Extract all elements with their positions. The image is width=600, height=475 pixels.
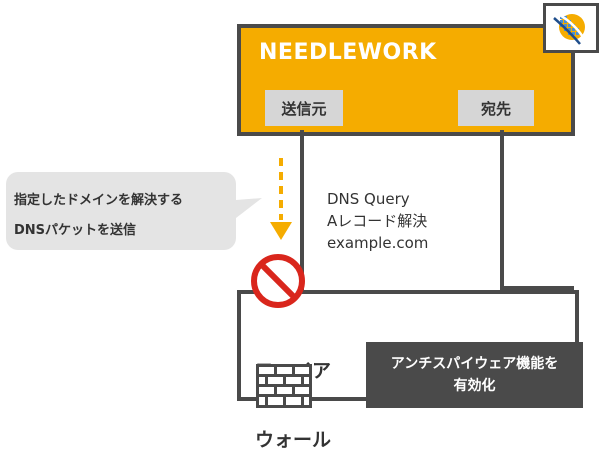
destination-connector-line (500, 286, 574, 290)
callout-bubble (6, 172, 262, 250)
dns-query-text: DNS Query Aレコード解決 example.com (327, 188, 428, 254)
destination-line (500, 130, 504, 290)
query-line-1: DNS Query (327, 190, 410, 208)
antispyware-line-2: 有効化 (453, 378, 496, 394)
destination-port-label: 宛先 (458, 90, 534, 126)
source-line (300, 130, 304, 290)
query-line-2: Aレコード解決 (327, 212, 428, 230)
antispyware-line-1: アンチスパイウェア機能を (390, 356, 559, 372)
block-icon (251, 254, 305, 308)
callout-line-1: 指定したドメインを解決する (14, 193, 184, 208)
needlework-logo-icon (543, 3, 599, 53)
firewall-label-line-2: ウォール (255, 429, 332, 451)
callout-text: 指定したドメインを解決する DNSパケットを送信 (14, 186, 183, 246)
callout-line-2: DNSパケットを送信 (14, 223, 137, 238)
brick-wall-icon (256, 364, 312, 408)
source-port-label: 送信元 (265, 90, 343, 126)
query-line-3: example.com (327, 234, 429, 252)
antispyware-box: アンチスパイウェア機能を 有効化 (366, 342, 583, 408)
needlework-title: NEEDLEWORK (259, 40, 437, 65)
arrow-down-icon (270, 158, 292, 240)
